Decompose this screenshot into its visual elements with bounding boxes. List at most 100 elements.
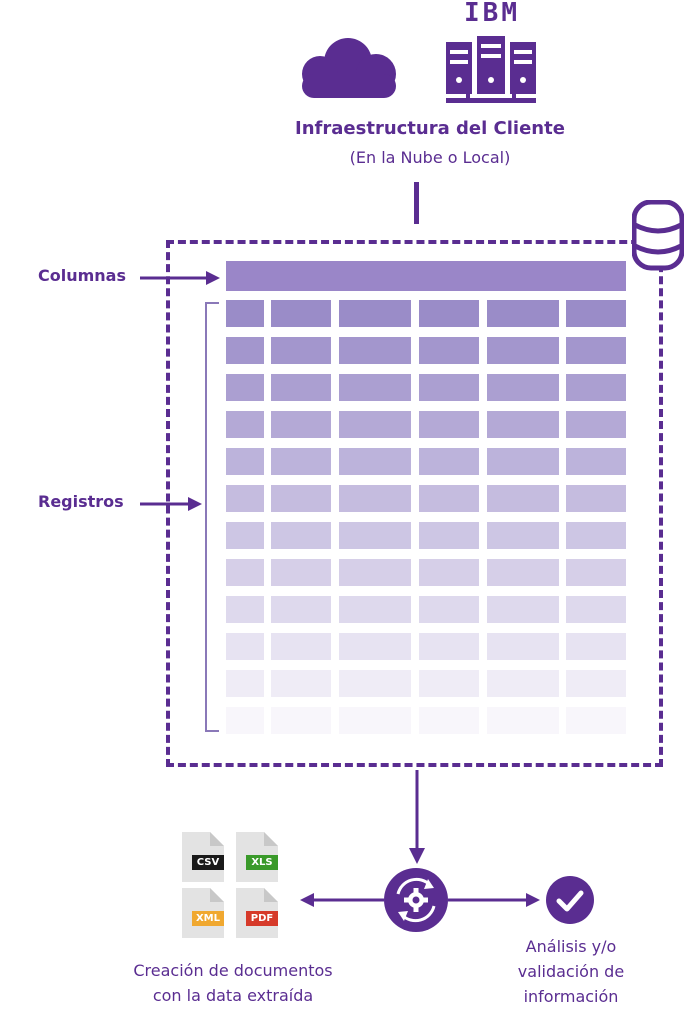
record-cell (419, 448, 479, 475)
record-cell (566, 411, 626, 438)
server-rack-icon (446, 36, 536, 103)
record-cell (487, 374, 559, 401)
record-cell (226, 633, 264, 660)
record-cell (566, 522, 626, 549)
infrastructure-subtitle: (En la Nube o Local) (349, 148, 511, 167)
right-arrow (448, 893, 540, 907)
record-cell (566, 633, 626, 660)
record-cell (339, 522, 411, 549)
record-cell (271, 670, 331, 697)
documents-caption-line1: Creación de documentos (133, 961, 333, 980)
database-icon (632, 200, 684, 271)
record-cell (487, 411, 559, 438)
record-cell (271, 633, 331, 660)
record-cell (419, 670, 479, 697)
validation-caption-line3: información (523, 987, 619, 1006)
xml-tag: XML (192, 911, 224, 926)
record-cell (339, 596, 411, 623)
record-cell (487, 337, 559, 364)
connector-line (414, 182, 419, 224)
columns-header-bar (226, 261, 626, 291)
xls-tag: XLS (246, 855, 278, 870)
record-cell (339, 633, 411, 660)
records-arrow (140, 497, 202, 511)
record-cell (226, 337, 264, 364)
record-cell (339, 485, 411, 512)
record-cell (419, 485, 479, 512)
record-cell (419, 374, 479, 401)
columns-arrow (140, 271, 220, 285)
record-cell (487, 559, 559, 586)
record-cell (271, 374, 331, 401)
record-cell (271, 337, 331, 364)
record-cell (487, 633, 559, 660)
record-cell (419, 633, 479, 660)
record-cell (339, 337, 411, 364)
record-cell (226, 411, 264, 438)
record-cell (419, 300, 479, 327)
record-cell (487, 707, 559, 734)
record-cell (271, 300, 331, 327)
record-cell (226, 374, 264, 401)
left-arrow (300, 893, 384, 907)
record-cell (226, 707, 264, 734)
record-cell (226, 448, 264, 475)
records-label: Registros (38, 492, 124, 511)
validation-caption-line2: validación de (517, 962, 625, 981)
documents-caption-line2: con la data extraída (152, 986, 314, 1005)
record-cell (566, 596, 626, 623)
pdf-tag: PDF (246, 911, 278, 926)
record-cell (339, 300, 411, 327)
record-cell (487, 448, 559, 475)
record-cell (419, 596, 479, 623)
pdf-file-icon: PDF (236, 888, 278, 938)
record-cell (271, 707, 331, 734)
process-gear-icon (384, 868, 448, 932)
record-cell (419, 411, 479, 438)
record-cell (226, 522, 264, 549)
record-cell (226, 670, 264, 697)
csv-file-icon: CSV (182, 832, 224, 882)
record-cell (339, 374, 411, 401)
record-cell (487, 596, 559, 623)
down-arrow (409, 770, 425, 864)
record-cell (487, 300, 559, 327)
validation-caption: Análisis y/o validación de información (476, 934, 666, 1009)
record-cell (566, 448, 626, 475)
xml-file-icon: XML (182, 888, 224, 938)
records-bracket (205, 302, 219, 732)
cloud-icon (302, 38, 396, 98)
documents-caption: Creación de documentos con la data extra… (96, 958, 370, 1008)
record-cell (487, 670, 559, 697)
csv-tag: CSV (192, 855, 224, 870)
record-cell (566, 670, 626, 697)
record-cell (487, 522, 559, 549)
record-cell (226, 559, 264, 586)
record-cell (566, 374, 626, 401)
ibm-logo: IBM (464, 0, 520, 28)
record-cell (339, 448, 411, 475)
record-cell (271, 448, 331, 475)
xls-file-icon: XLS (236, 832, 278, 882)
record-cell (339, 411, 411, 438)
record-cell (419, 522, 479, 549)
record-cell (566, 337, 626, 364)
record-cell (226, 485, 264, 512)
validation-caption-line1: Análisis y/o (525, 937, 617, 956)
record-cell (339, 707, 411, 734)
record-cell (419, 337, 479, 364)
infrastructure-title: Infraestructura del Cliente (295, 118, 565, 139)
record-cell (226, 596, 264, 623)
columns-label: Columnas (38, 266, 126, 285)
record-cell (419, 707, 479, 734)
record-cell (271, 522, 331, 549)
record-cell (566, 485, 626, 512)
record-cell (419, 559, 479, 586)
record-cell (566, 707, 626, 734)
record-cell (566, 300, 626, 327)
record-cell (271, 596, 331, 623)
check-icon (546, 876, 594, 924)
record-cell (566, 559, 626, 586)
record-cell (271, 411, 331, 438)
